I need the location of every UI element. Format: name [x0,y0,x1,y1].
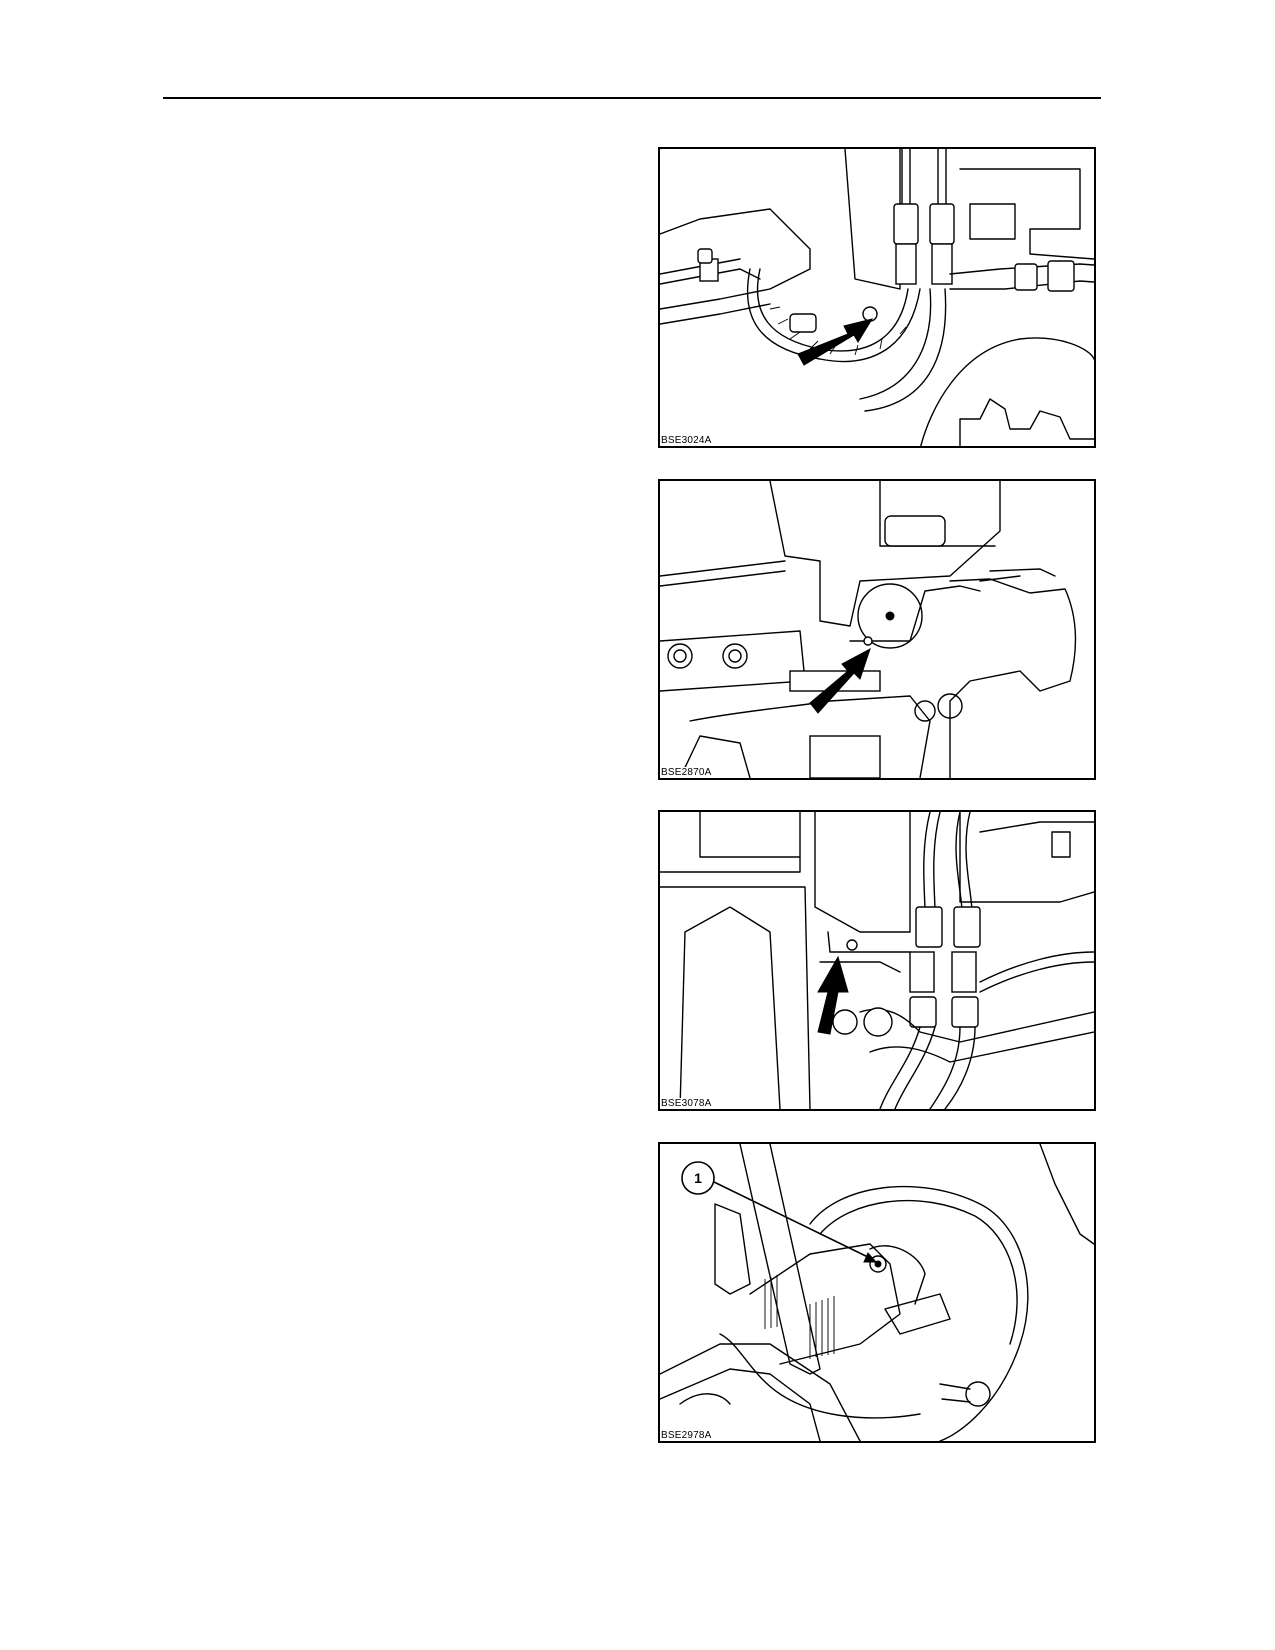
figure-bse2870a: BSE2870A [658,479,1096,780]
illustration-axle-callout: 1 [660,1144,1094,1441]
illustration-valve-fitting [660,812,1094,1109]
figure-bse2978a: 1 BSE2978A [658,1142,1096,1443]
callout-number: 1 [694,1170,702,1186]
illustration-housing-fitting [660,481,1077,778]
figure-code: BSE3078A [661,1098,714,1109]
header-rule [163,97,1101,99]
figure-bse3078a: BSE3078A [658,810,1096,1111]
illustration-hydraulic-hoses [660,149,1094,446]
figure-code: BSE2870A [661,767,714,778]
figure-code: BSE2978A [661,1430,714,1441]
figure-bse3024a: BSE3024A [658,147,1096,448]
figure-code: BSE3024A [661,435,714,446]
